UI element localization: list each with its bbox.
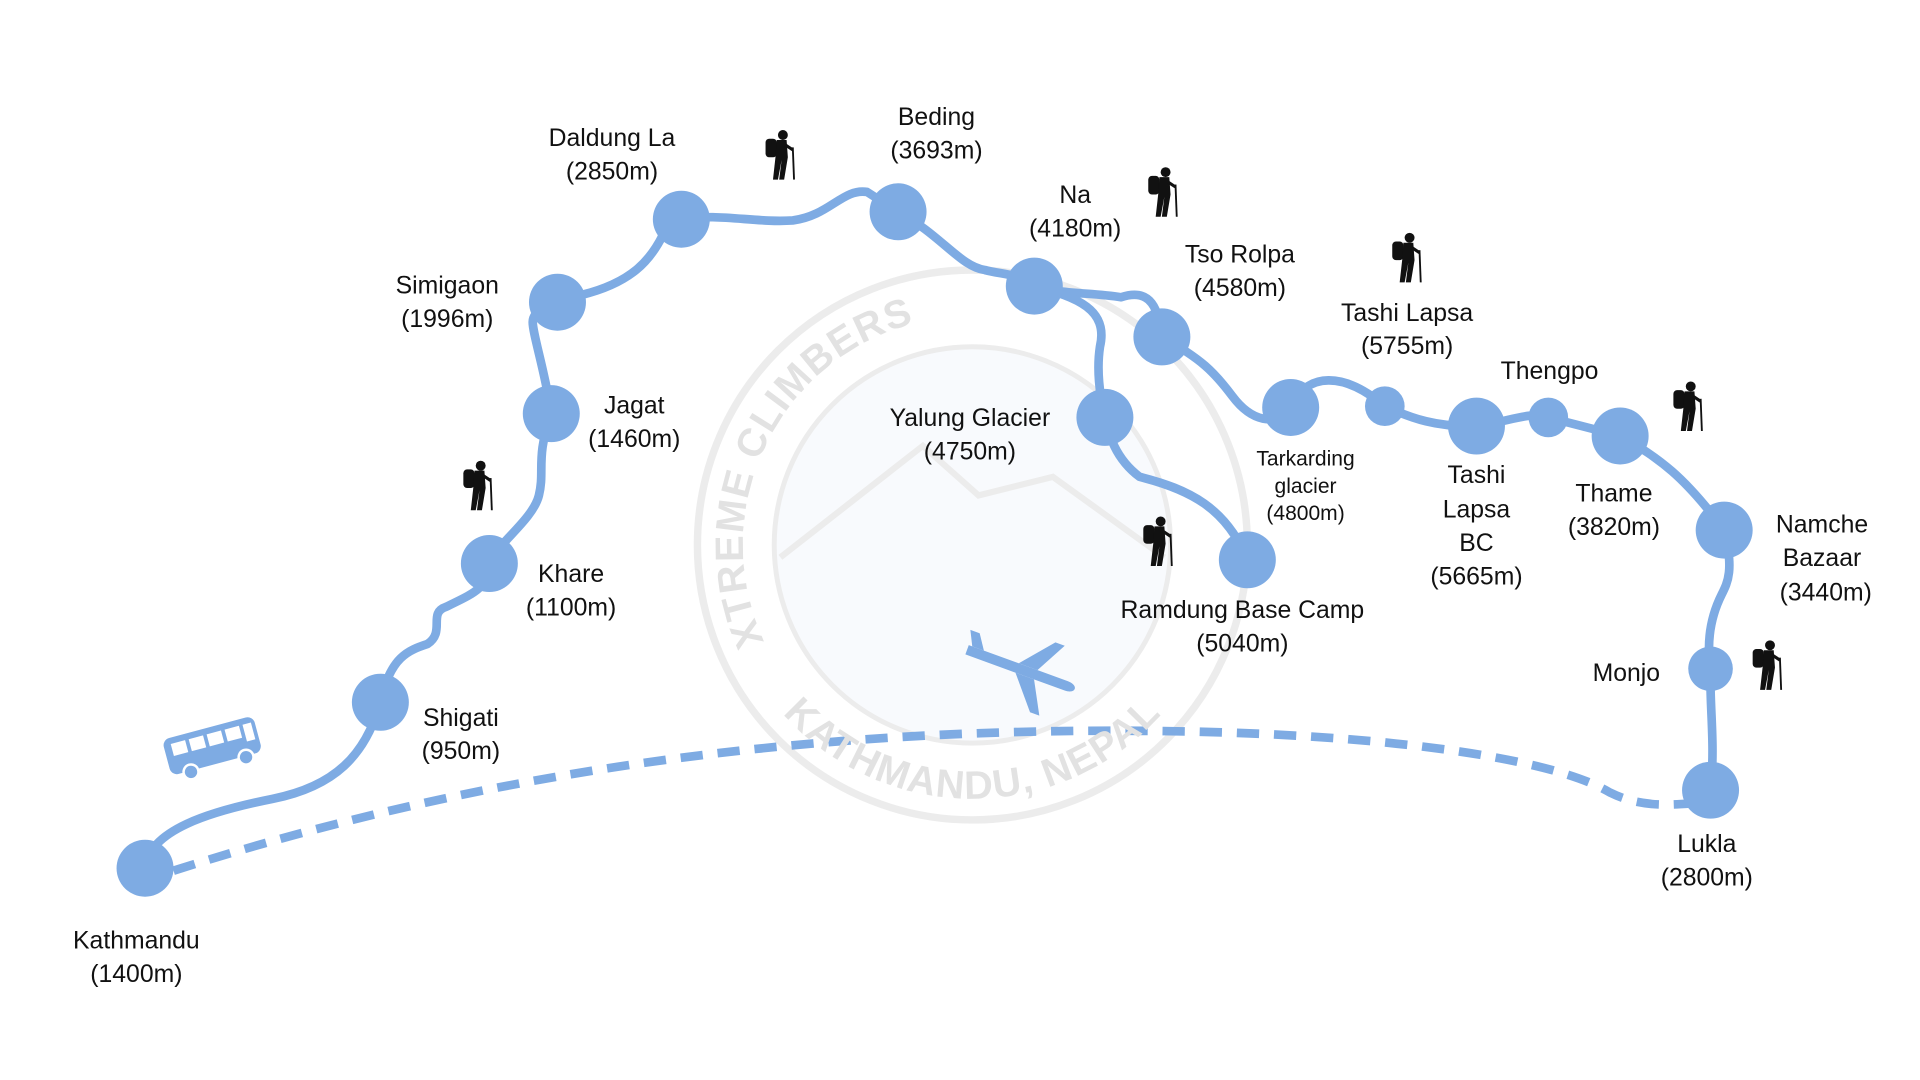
alt-tso-rolpa: (4580m) <box>1194 275 1286 302</box>
node-kathmandu[interactable] <box>116 839 174 897</box>
label-simigaon: Simigaon <box>396 273 499 300</box>
node-simigaon[interactable] <box>528 273 586 331</box>
hiker-icon <box>461 459 494 512</box>
alt-tashi-lapsa-bc: (5665m) <box>1430 564 1522 591</box>
node-tarkarding-glacier[interactable] <box>1262 378 1320 436</box>
node-tashi-lapsa-bc[interactable] <box>1447 397 1505 455</box>
alt-daldung-la: (2850m) <box>566 159 658 186</box>
alt-beding: (3693m) <box>890 138 982 165</box>
flight-route-line <box>172 726 1710 875</box>
label-namche-1: Namche <box>1776 512 1868 539</box>
node-jagat[interactable] <box>522 385 580 443</box>
label-thengpo: Thengpo <box>1501 358 1599 385</box>
label-jagat: Jagat <box>604 393 665 420</box>
node-tashi-lapsa[interactable] <box>1365 386 1405 427</box>
alt-lukla: (2800m) <box>1661 865 1753 892</box>
label-tashi-lapsa-bc-2: Lapsa <box>1443 497 1511 524</box>
node-khare[interactable] <box>460 535 518 593</box>
alt-tarkarding: (4800m) <box>1266 502 1344 525</box>
node-tso-rolpa[interactable] <box>1133 308 1191 366</box>
route-nodes <box>116 183 1753 897</box>
bus-icon <box>163 717 261 781</box>
alt-thame: (3820m) <box>1568 514 1660 541</box>
node-namche-bazaar[interactable] <box>1695 501 1753 559</box>
label-tashi-lapsa: Tashi Lapsa <box>1341 300 1473 327</box>
alt-yalung-glacier: (4750m) <box>924 438 1016 465</box>
label-ramdung-base-camp: Ramdung Base Camp <box>1121 597 1365 624</box>
hiker-icon <box>1146 165 1179 219</box>
label-yalung-glacier: Yalung Glacier <box>890 405 1051 432</box>
hiker-icon <box>1751 638 1783 692</box>
label-tarkarding-line2: glacier <box>1275 475 1337 498</box>
alt-ramdung-base-camp: (5040m) <box>1196 630 1288 657</box>
alt-na: (4180m) <box>1029 216 1121 243</box>
alt-kathmandu: (1400m) <box>90 961 182 988</box>
labels: Kathmandu (1400m) Shigati (950m) Khare (… <box>73 104 1872 988</box>
node-daldung-la[interactable] <box>652 190 710 248</box>
node-yalung-glacier[interactable] <box>1076 388 1134 446</box>
label-tso-rolpa: Tso Rolpa <box>1185 242 1295 269</box>
alt-namche: (3440m) <box>1780 580 1872 607</box>
label-lukla: Lukla <box>1677 831 1736 858</box>
label-tashi-lapsa-bc-1: Tashi <box>1448 462 1506 489</box>
label-beding: Beding <box>898 104 975 131</box>
hiker-icon <box>1390 231 1423 284</box>
label-na: Na <box>1059 182 1091 209</box>
label-daldung-la: Daldung La <box>549 125 676 152</box>
label-kathmandu: Kathmandu <box>73 928 200 955</box>
node-shigati[interactable] <box>351 673 409 731</box>
airplane-icon <box>965 629 1075 716</box>
node-monjo[interactable] <box>1688 646 1733 692</box>
alt-khare: (1100m) <box>526 595 616 622</box>
hiker-icon <box>1671 379 1704 433</box>
node-thame[interactable] <box>1591 407 1649 465</box>
label-tashi-lapsa-bc-3: BC <box>1459 530 1493 557</box>
hiker-icon <box>764 128 796 182</box>
alt-jagat: (1460m) <box>588 426 680 453</box>
label-namche-2: Bazaar <box>1783 545 1861 572</box>
node-lukla[interactable] <box>1682 761 1740 819</box>
label-monjo: Monjo <box>1593 660 1660 687</box>
node-na[interactable] <box>1005 257 1063 315</box>
label-khare: Khare <box>538 561 604 588</box>
alt-simigaon: (1996m) <box>401 306 493 333</box>
node-ramdung-base-camp[interactable] <box>1218 531 1276 589</box>
alt-shigati: (950m) <box>422 738 500 765</box>
label-tarkarding-line1: Tarkarding <box>1256 448 1354 471</box>
node-thengpo[interactable] <box>1528 397 1569 438</box>
node-beding[interactable] <box>869 183 927 241</box>
alt-tashi-lapsa: (5755m) <box>1361 333 1453 360</box>
label-thame: Thame <box>1575 481 1652 508</box>
label-shigati: Shigati <box>423 705 499 732</box>
